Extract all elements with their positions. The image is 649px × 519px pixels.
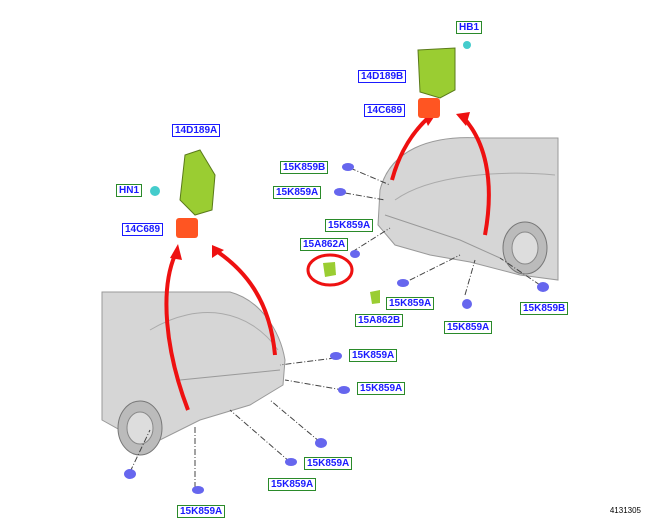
- leader-lines: [129, 167, 541, 488]
- module-14c689-left: [176, 218, 198, 238]
- callout-14c689-top: 14C689: [364, 104, 406, 117]
- callout-15k859a: 15K859A: [177, 505, 226, 518]
- reference-number: 4131305: [609, 506, 641, 515]
- callout-15k859a: 15K859A: [357, 382, 406, 395]
- callout-15k859a: 15K859A: [386, 297, 435, 310]
- callout-15k859a: 15K859A: [325, 219, 374, 232]
- callout-15k859a: 15K859A: [304, 457, 353, 470]
- bracket-15a862b: [370, 290, 380, 304]
- nut-hn1: [150, 186, 160, 196]
- callout-15k859a: 15K859A: [444, 321, 493, 334]
- bolt-hb1: [463, 41, 471, 49]
- highlight-circle: [306, 253, 354, 287]
- callout-14d189a: 14D189A: [172, 124, 221, 137]
- rear-vehicle-illustration: [101, 291, 286, 456]
- module-14c689-top: [418, 98, 440, 118]
- callout-15k859a: 15K859A: [349, 349, 398, 362]
- parking-sensors: [124, 163, 549, 494]
- callout-15a862a: 15A862A: [300, 238, 349, 251]
- callout-14d189b: 14D189B: [358, 70, 407, 83]
- callout-15a862b: 15A862B: [355, 314, 404, 327]
- callout-hb1: HB1: [456, 21, 483, 34]
- callout-15k859a: 15K859A: [268, 478, 317, 491]
- bracket-15a862a: [323, 262, 336, 277]
- callout-15k859b: 15K859B: [520, 302, 569, 315]
- callout-hn1: HN1: [116, 184, 143, 197]
- front-vehicle-illustration: [377, 137, 559, 281]
- callout-15k859b: 15K859B: [280, 161, 329, 174]
- callout-15k859a: 15K859A: [273, 186, 322, 199]
- callout-14c689-left: 14C689: [122, 223, 164, 236]
- bracket-14d189b: [417, 47, 456, 99]
- red-arrows: [164, 114, 491, 411]
- bracket-14d189a: [179, 149, 216, 216]
